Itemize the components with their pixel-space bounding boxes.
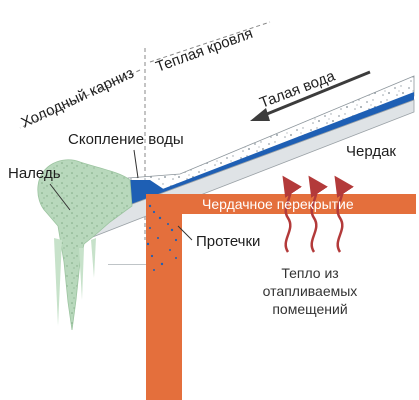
ice-dam	[37, 159, 133, 331]
label-heat-line3: помещений	[272, 301, 347, 317]
label-warm-roof: Теплая кровля	[154, 25, 256, 76]
wavy-arrow-up-icon	[282, 175, 354, 253]
arrow-left-icon	[250, 70, 371, 121]
warm-roof-dashed-line	[149, 21, 271, 63]
icicle	[91, 238, 96, 278]
leak-droplets	[146, 204, 178, 271]
pointer-ice	[49, 183, 71, 211]
label-water-accumulation: Скопление воды	[68, 131, 184, 148]
icicle	[79, 248, 84, 300]
roof-slab	[77, 99, 415, 239]
label-heat-line1: Тепло из	[281, 265, 338, 281]
label-attic-floor: Чердачное перекрытие	[202, 196, 354, 212]
attic-floor-beam	[146, 194, 416, 214]
icicle	[54, 238, 62, 326]
cold-eave-dashed-line	[19, 69, 141, 129]
label-leaks: Протечки	[196, 233, 260, 250]
exterior-wall	[146, 214, 182, 400]
eave-underline	[108, 264, 148, 265]
label-heat-line2: отапливаемых	[263, 283, 358, 299]
label-cold-eave: Холодный карниз	[19, 64, 137, 131]
label-ice: Наледь	[8, 165, 61, 182]
pointer-water	[133, 149, 139, 179]
pointer-leaks	[177, 225, 193, 241]
label-attic: Чердак	[346, 143, 396, 160]
